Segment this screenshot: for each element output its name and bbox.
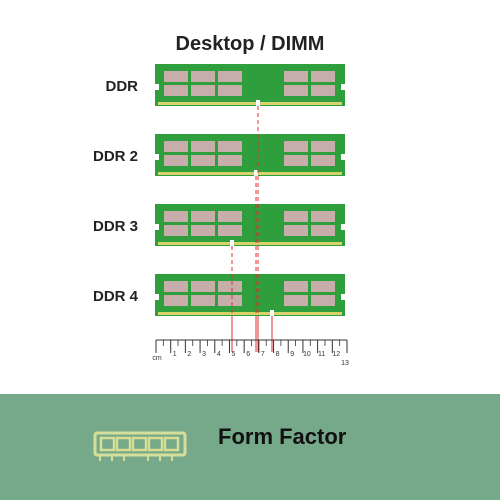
memory-chip xyxy=(311,155,335,166)
modules-layer: DDR DDR 2 DDR 3 DDR 4 xyxy=(93,64,345,317)
memory-chip xyxy=(218,155,242,166)
module-label: DDR 2 xyxy=(93,148,138,165)
memory-chip xyxy=(191,141,215,152)
memory-chip xyxy=(284,211,308,222)
ruler-tick-label: 2 xyxy=(187,351,191,358)
memory-chip xyxy=(164,71,188,82)
memory-chip xyxy=(164,211,188,222)
ram-module: DDR 2 xyxy=(93,134,345,177)
memory-chip xyxy=(311,71,335,82)
ram-module: DDR 4 xyxy=(93,274,345,317)
memory-chip xyxy=(164,295,188,306)
memory-chip xyxy=(284,141,308,152)
page-title: Desktop / DIMM xyxy=(175,33,325,55)
memory-chip xyxy=(284,225,308,236)
ruler-tick-label: 9 xyxy=(290,351,294,358)
notch-guides-layer xyxy=(231,106,273,352)
footer-banner: Form Factor xyxy=(0,394,500,500)
memory-chip xyxy=(311,281,335,292)
key-notch xyxy=(230,240,234,247)
ruler-tick-label: 13 xyxy=(341,360,349,367)
module-label: DDR 4 xyxy=(93,288,139,305)
memory-chip xyxy=(164,225,188,236)
memory-chip xyxy=(218,295,242,306)
memory-chip xyxy=(311,211,335,222)
ruler-tick-label: 8 xyxy=(276,351,280,358)
memory-chip xyxy=(311,85,335,96)
ruler-tick-label: 11 xyxy=(318,351,325,358)
ram-module: DDR 3 xyxy=(93,204,345,247)
ruler-tick-label: 10 xyxy=(303,351,311,358)
ruler-tick-label: 4 xyxy=(217,351,221,358)
ram-module: DDR xyxy=(106,64,345,107)
ruler-unit-label: cm xyxy=(152,355,162,362)
memory-chip xyxy=(164,281,188,292)
memory-chip xyxy=(218,141,242,152)
ruler-tick-label: 3 xyxy=(202,351,206,358)
memory-chip xyxy=(218,71,242,82)
ruler-tick-label: 6 xyxy=(246,351,250,358)
memory-chip xyxy=(284,155,308,166)
memory-chip xyxy=(218,211,242,222)
memory-chip xyxy=(218,281,242,292)
gold-contacts xyxy=(158,312,342,315)
gold-contacts xyxy=(158,172,342,175)
memory-chip xyxy=(191,211,215,222)
ruler-tick-label: 12 xyxy=(332,351,340,358)
memory-chip xyxy=(164,85,188,96)
memory-chip xyxy=(311,141,335,152)
key-notch xyxy=(270,310,274,317)
module-label: DDR xyxy=(106,78,139,95)
gold-contacts xyxy=(158,242,342,245)
ruler-tick-label: 7 xyxy=(261,351,265,358)
memory-chip xyxy=(311,225,335,236)
memory-chip xyxy=(311,295,335,306)
memory-chip xyxy=(191,295,215,306)
memory-chip xyxy=(218,85,242,96)
gold-contacts xyxy=(158,102,342,105)
ram-module-icon xyxy=(93,431,187,461)
memory-chip xyxy=(164,141,188,152)
key-notch xyxy=(256,100,260,107)
memory-chip xyxy=(218,225,242,236)
memory-chip xyxy=(284,85,308,96)
memory-chip xyxy=(284,295,308,306)
module-label: DDR 3 xyxy=(93,218,138,235)
memory-chip xyxy=(191,71,215,82)
memory-chip xyxy=(191,281,215,292)
memory-chip xyxy=(284,71,308,82)
footer-label: Form Factor xyxy=(218,424,347,449)
memory-chip xyxy=(191,85,215,96)
memory-chip xyxy=(191,155,215,166)
ruler-tick-label: 1 xyxy=(173,351,177,358)
ruler-tick-label: 5 xyxy=(232,351,236,358)
key-notch xyxy=(254,170,258,177)
memory-chip xyxy=(164,155,188,166)
memory-chip xyxy=(284,281,308,292)
memory-chip xyxy=(191,225,215,236)
